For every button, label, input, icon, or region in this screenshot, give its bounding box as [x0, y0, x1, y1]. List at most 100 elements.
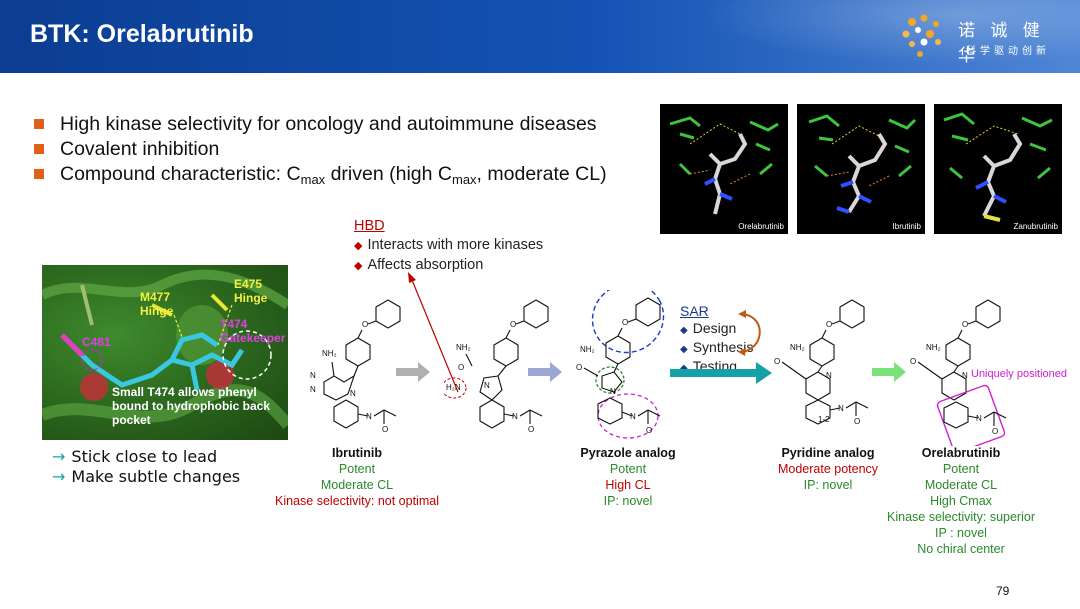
- docking-render: [943, 112, 1053, 222]
- compound-property: IP : novel: [935, 526, 987, 540]
- svg-text:O: O: [576, 363, 582, 372]
- structure-hbd-intermediate: O NH₂ O H₂N N N O: [444, 299, 549, 434]
- svg-text:N: N: [976, 414, 982, 423]
- bullet-item: Covalent inhibition: [34, 137, 644, 162]
- slide-title: BTK: Orelabrutinib: [30, 20, 254, 48]
- company-logo: 诺 诚 健 华 科学驱动创新: [898, 12, 1058, 66]
- bullet-text: Compound characteristic: Cmax driven (hi…: [60, 163, 607, 187]
- svg-text:N: N: [838, 404, 844, 413]
- pocket-note: Small T474 allows phenyl bound to hydrop…: [112, 385, 270, 427]
- compound-name: Orelabrutinib: [921, 446, 1001, 460]
- compound-property: High CL: [605, 478, 651, 492]
- strategy-notes: →Stick close to lead →Make subtle change…: [52, 447, 240, 487]
- key-points: High kinase selectivity for oncology and…: [34, 112, 644, 192]
- brand-slogan: 科学驱动创新: [966, 46, 1050, 57]
- compound-name: Pyridine analog: [781, 446, 875, 460]
- svg-text:NH₂: NH₂: [580, 345, 595, 354]
- red-pointer-arrow-icon: [408, 272, 459, 393]
- diamond-bullet-icon: ◆: [680, 363, 688, 374]
- uniquely-positioned-label: Uniquely positioned: [971, 368, 1068, 380]
- svg-text:N: N: [962, 371, 968, 380]
- svg-text:O: O: [910, 357, 916, 366]
- svg-text:O: O: [962, 320, 968, 329]
- compound-property: Moderate CL: [320, 478, 394, 492]
- sar-item: ◆Design: [680, 320, 737, 336]
- hbd-item: ◆Interacts with more kinases: [354, 237, 544, 253]
- compound-name: Ibrutinib: [332, 446, 382, 460]
- note-item: →Make subtle changes: [52, 467, 241, 486]
- structure-ibrutinib: O NH₂ N N N N O: [310, 299, 401, 434]
- docking-render: [669, 116, 779, 215]
- compound-property: IP: novel: [803, 478, 853, 492]
- sar-cycle-arrow-icon: [738, 310, 761, 356]
- diamond-bullet-icon: ◆: [680, 344, 688, 355]
- svg-text:O: O: [510, 320, 516, 329]
- lavender-arrow-icon: [528, 362, 562, 382]
- compound-property: Potent: [942, 462, 980, 476]
- hbd-heading: HBD: [354, 218, 385, 234]
- docking-label: Ibrutinib: [892, 222, 921, 231]
- compound-ibrutinib: Ibrutinib Potent Moderate CL Kinase sele…: [250, 445, 464, 509]
- svg-text:O: O: [774, 357, 780, 366]
- svg-text:1-2: 1-2: [818, 415, 830, 424]
- brand-name: 诺 诚 健 华: [958, 21, 1045, 66]
- docking-label: Orelabrutinib: [738, 222, 784, 231]
- svg-text:H₂N: H₂N: [446, 383, 461, 392]
- teal-arrow-icon: [670, 362, 772, 384]
- bullet-square-icon: [34, 144, 44, 154]
- docking-render: [808, 114, 917, 214]
- svg-text:O: O: [622, 318, 628, 327]
- compound-property: Potent: [338, 462, 376, 476]
- docking-image-ibrutinib: Ibrutinib: [797, 104, 925, 234]
- svg-text:NH₂: NH₂: [926, 343, 941, 352]
- svg-text:N: N: [826, 371, 832, 380]
- compound-property: Moderate CL: [924, 478, 998, 492]
- compound-property: High Cmax: [930, 494, 992, 508]
- sar-heading: SAR: [680, 303, 709, 319]
- svg-text:N: N: [350, 389, 356, 398]
- structure-pyrazole-analog: O NH₂ O N N O: [576, 290, 665, 439]
- diamond-bullet-icon: ◆: [680, 325, 688, 336]
- svg-text:NH₂: NH₂: [790, 343, 805, 352]
- diamond-bullet-icon: ◆: [354, 240, 363, 252]
- compound-property: No chiral center: [917, 542, 1005, 556]
- structure-pyridine-analog: O NH₂ O N 1-2 N O: [774, 299, 869, 426]
- note-item: →Stick close to lead: [52, 447, 218, 466]
- binding-pocket-render: [42, 269, 288, 429]
- svg-text:O: O: [382, 425, 388, 434]
- bullet-square-icon: [34, 169, 44, 179]
- header-swoosh: [660, 0, 1080, 73]
- docking-label: Zanubrutinib: [1013, 222, 1058, 231]
- compound-property: IP: novel: [603, 494, 653, 508]
- svg-text:N: N: [630, 412, 636, 421]
- structure-orelabrutinib: O NH₂ O N N O: [910, 299, 1007, 446]
- bullet-text: High kinase selectivity for oncology and…: [60, 113, 597, 135]
- svg-text:NH₂: NH₂: [456, 343, 471, 352]
- svg-text:NH₂: NH₂: [322, 349, 337, 358]
- svg-text:O: O: [458, 363, 464, 372]
- svg-text:O: O: [646, 426, 652, 435]
- bullet-item: High kinase selectivity for oncology and…: [34, 112, 644, 137]
- svg-text:O: O: [362, 320, 368, 329]
- compound-orelabrutinib: Orelabrutinib Potent Moderate CL High Cm…: [872, 445, 1050, 557]
- svg-text:N: N: [366, 412, 372, 421]
- svg-text:O: O: [528, 425, 534, 434]
- svg-text:N: N: [484, 381, 490, 390]
- slide-header: BTK: Orelabrutinib 诺 诚 健 华 科学驱动创新: [0, 0, 1080, 73]
- svg-text:O: O: [854, 417, 860, 426]
- teal-arrow-icon: →: [52, 447, 66, 466]
- sar-item: ◆Synthesis: [680, 339, 754, 355]
- compound-property: Kinase selectivity: not optimal: [275, 494, 439, 508]
- compound-property: Kinase selectivity: superior: [887, 510, 1035, 524]
- hbd-item: ◆Affects absorption: [354, 257, 484, 273]
- bullet-square-icon: [34, 119, 44, 129]
- logo-dots-icon: [902, 14, 941, 57]
- svg-text:N: N: [310, 371, 316, 380]
- compound-pyridine-analog: Pyridine analog Moderate potency IP: nov…: [758, 445, 898, 493]
- gray-arrow-icon: [396, 362, 430, 382]
- compound-name: Pyrazole analog: [580, 446, 676, 460]
